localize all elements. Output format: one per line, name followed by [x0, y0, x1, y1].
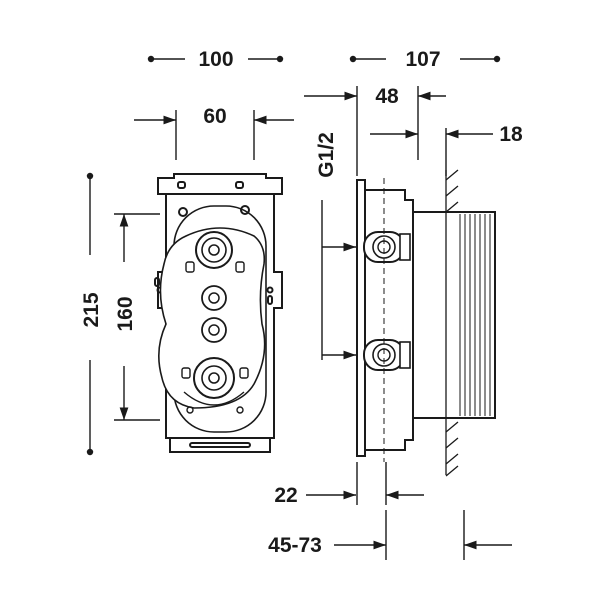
dimension-dots: [86, 55, 501, 456]
lower-valve: [181, 357, 249, 406]
dim-overall-width: 100: [198, 48, 233, 71]
dim-thread: G1/2: [315, 132, 338, 178]
side-body: [364, 189, 414, 451]
side-view: [356, 169, 496, 477]
dim-wall-range: 45-73: [268, 534, 322, 557]
wall-hatch: [445, 169, 459, 477]
front-view: [154, 173, 283, 453]
dim-wall-offset: 18: [499, 123, 523, 146]
bottom-mounting-bracket: [169, 437, 271, 453]
top-mounting-bracket: [157, 173, 283, 195]
middle-port-1: [201, 285, 227, 311]
dim-mounting-width: 60: [203, 105, 226, 128]
threaded-sleeve: [412, 211, 496, 419]
lower-inlet: [363, 339, 411, 371]
dimension-lines: [89, 58, 512, 560]
dim-inner-height: 160: [114, 296, 137, 331]
thread-lines: [459, 214, 491, 416]
middle-port-2: [201, 317, 227, 343]
front-flange: [356, 179, 366, 457]
dim-overall-height: 215: [80, 292, 103, 327]
dim-body-depth: 48: [375, 85, 399, 108]
dim-front-offset: 22: [274, 484, 297, 507]
upper-inlet: [363, 231, 411, 263]
upper-valve: [185, 231, 245, 273]
dim-side-depth: 107: [405, 48, 440, 71]
